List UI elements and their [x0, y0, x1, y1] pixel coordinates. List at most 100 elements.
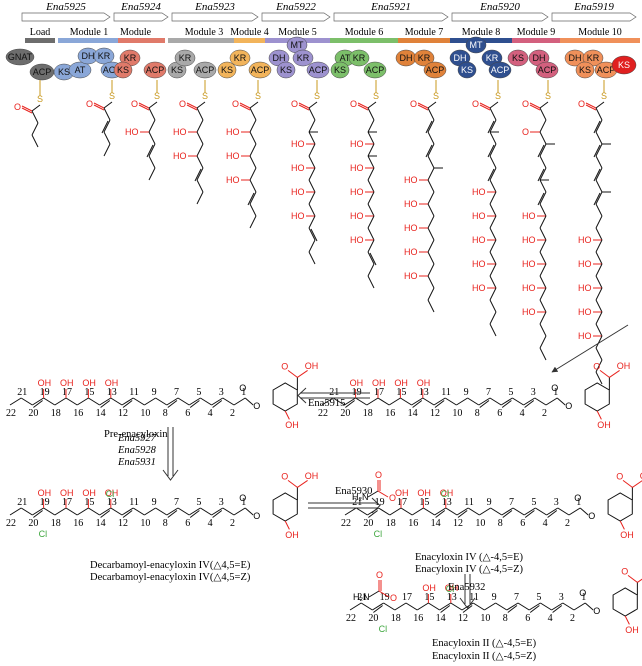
- bond: [478, 397, 491, 406]
- double-bond: [167, 400, 178, 408]
- module-label: Load: [30, 27, 51, 38]
- carbon-number: 6: [185, 518, 190, 529]
- bond: [65, 507, 78, 516]
- double-bond: [487, 144, 495, 158]
- bond: [539, 167, 547, 181]
- oh-group: OH: [640, 471, 642, 481]
- bond: [20, 397, 33, 406]
- bond: [308, 179, 316, 193]
- bond: [539, 287, 547, 301]
- module-bar: [118, 38, 165, 43]
- c-o-bond: [529, 102, 541, 109]
- c-o-bond: [357, 102, 369, 109]
- bond: [595, 191, 603, 205]
- bond: [444, 397, 457, 406]
- bond: [110, 397, 123, 406]
- bond: [489, 287, 497, 301]
- o-atom: O: [179, 99, 186, 109]
- bond: [367, 275, 375, 289]
- bond: [456, 397, 468, 406]
- bond: [467, 397, 480, 406]
- bond: [539, 119, 547, 133]
- carbon-number: 21: [17, 387, 27, 398]
- o-atom: O: [593, 362, 600, 372]
- bond: [196, 191, 204, 205]
- bond: [427, 239, 435, 253]
- bond: [103, 143, 111, 157]
- c-oh-bond: [284, 410, 290, 420]
- bond: [144, 507, 156, 516]
- kr-domain: [174, 49, 196, 67]
- bond: [383, 602, 396, 611]
- double-bond: [310, 228, 318, 242]
- bond: [539, 143, 547, 157]
- carbon-number: 1: [241, 497, 246, 508]
- bond: [155, 507, 168, 516]
- o-atom: O: [376, 570, 383, 580]
- bond: [528, 602, 541, 611]
- c-oh-bond: [624, 615, 630, 625]
- double-bond: [122, 510, 133, 518]
- carbon-number: 7: [174, 497, 179, 508]
- ks-domain: [457, 61, 477, 79]
- oh-group: HO: [522, 235, 536, 245]
- carbon-number: 18: [51, 518, 61, 529]
- carbon-number: 20: [28, 518, 38, 529]
- bond: [367, 203, 375, 217]
- carbon-number: 10: [480, 613, 490, 624]
- bond: [427, 107, 435, 121]
- bond: [367, 239, 375, 253]
- cyclohexane-ring: [272, 382, 298, 412]
- double-bond: [547, 510, 558, 518]
- label-pre-enacyloxin: Pre-enacyloxin: [104, 429, 168, 440]
- carbon-number: 6: [497, 408, 502, 419]
- bond: [595, 239, 603, 253]
- bond: [445, 507, 458, 516]
- bond: [367, 215, 375, 229]
- o-atom: O: [574, 493, 581, 503]
- bond: [196, 143, 204, 157]
- oh-group: HO: [291, 187, 305, 197]
- acp-domain-label: ACP: [251, 65, 270, 75]
- oh-group: HO: [472, 259, 486, 269]
- carbon-number: 6: [520, 518, 525, 529]
- module-bar: [330, 38, 398, 43]
- bond: [103, 101, 113, 109]
- bond: [489, 155, 497, 169]
- c-o-bond: [93, 102, 105, 109]
- o-atom: O: [253, 401, 260, 411]
- carbon-number: 9: [492, 592, 497, 603]
- bond: [367, 179, 375, 193]
- bond: [461, 602, 474, 611]
- bond: [400, 397, 412, 406]
- carbon-number: 2: [230, 518, 235, 529]
- kr-domain-label: KR: [297, 53, 310, 63]
- double-bond: [101, 120, 109, 134]
- double-bond: [487, 120, 495, 134]
- bond: [472, 602, 485, 611]
- ks-domain: [113, 61, 133, 79]
- o-atom: O: [522, 99, 529, 109]
- bond: [427, 227, 435, 241]
- dh-domain-label: DH: [454, 53, 467, 63]
- carbon-number: 17: [374, 387, 384, 398]
- ks-domain-label: KS: [334, 65, 346, 75]
- oh-group: OH: [38, 488, 52, 498]
- module-bar: [234, 38, 265, 43]
- carbon-number: 22: [6, 408, 16, 419]
- carbon-number: 20: [368, 613, 378, 624]
- bond: [244, 397, 254, 406]
- cl-atom: Cl: [374, 529, 383, 539]
- double-bond: [462, 605, 473, 613]
- bond: [506, 602, 519, 611]
- bond: [489, 107, 497, 121]
- bond: [367, 131, 375, 145]
- bond: [31, 134, 39, 148]
- carbon-number: 18: [386, 518, 396, 529]
- carbon-number: 8: [163, 408, 168, 419]
- bond: [132, 397, 145, 406]
- arrow-5915: [297, 387, 370, 404]
- double-bond: [435, 510, 446, 518]
- oh-group: HO: [404, 199, 418, 209]
- c-o-bond: [287, 479, 298, 488]
